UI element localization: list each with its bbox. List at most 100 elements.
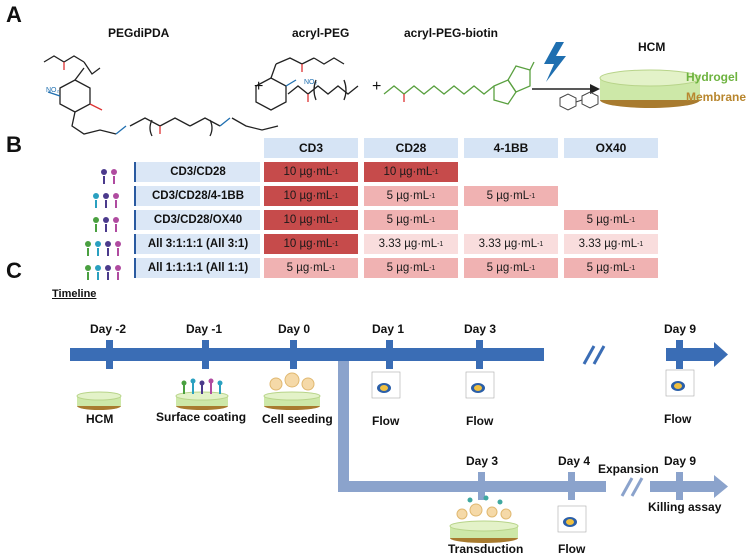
table-cell: 5 µg·mL-1 [464,258,558,278]
table-cell: 5 µg·mL-1 [464,186,558,206]
cell-unit-exponent: -1 [629,216,636,224]
cell-unit-exponent: -1 [429,192,436,200]
transduction-dish-icon [449,495,519,543]
acryl-peg-label: acryl-PEG [292,26,350,40]
table-cell: 10 µg·mL-1 [264,162,358,182]
membrane-label: Membrane [686,90,747,104]
cell-unit: µg·mL [604,238,638,250]
flow-plot-day1-icon [371,371,401,399]
cell-unit-exponent: -1 [637,240,644,248]
cell-value: 5 [486,190,494,202]
table-cell: 10 µg·mL-1 [264,210,358,230]
column-header-4-1bb: 4-1BB [464,138,558,158]
cell-value: 5 [386,262,394,274]
cell-value: 3.33 [378,238,402,250]
cell-unit: µg·mL [596,262,630,274]
timeline-branch-vertical [338,361,349,491]
panel-label-c: C [6,258,22,283]
cell-seeding-dish-icon [263,372,321,410]
cell-unit: µg·mL [396,214,430,226]
cell-value: 3.33 [578,238,602,250]
cell-value: 10 [283,238,297,250]
svg-text:NO₂: NO₂ [46,87,60,94]
cell-unit: µg·mL [404,238,438,250]
table-cell: 5 µg·mL-1 [364,258,458,278]
cell-unit-exponent: -1 [529,264,536,272]
table-cell: 3.33 µg·mL-1 [464,234,558,254]
stage-killing-assay: Killing assay [648,500,722,514]
pegdipda-structure [43,55,345,137]
cell-unit-exponent: -1 [629,264,636,272]
day-label-minus1: Day -1 [186,322,223,336]
cell-unit-exponent: -1 [332,216,339,224]
table-cell [464,210,558,230]
column-header-cd28: CD28 [364,138,458,158]
day-label-9: Day 9 [664,322,697,336]
table-cell: 10 µg·mL-1 [264,234,358,254]
column-header-ox40: OX40 [564,138,658,158]
surface-coating-dish-icon [175,378,229,410]
cell-value: 3.33 [478,238,502,250]
table-cell: 5 µg·mL-1 [564,258,658,278]
stage-cell-seeding: Cell seeding [262,412,333,426]
cell-unit: µg·mL [504,238,538,250]
cell-value: 5 [486,262,494,274]
timeline-branch-bar [338,481,606,492]
day-label-minus2: Day -2 [90,322,127,336]
cell-unit: µg·mL [496,262,530,274]
hydrogel-label: Hydrogel [686,70,739,84]
stage-flow-day9: Flow [664,412,692,426]
cell-unit: µg·mL [296,262,330,274]
cell-unit: µg·mL [596,214,630,226]
table-cell [564,186,658,206]
table-row-label: CD3/CD28/OX40 [134,210,260,230]
cell-unit-exponent: -1 [429,216,436,224]
flow-plot-day3-icon [465,371,495,399]
hcm-dish-icon [599,69,701,108]
acryl-peg-structure [287,79,359,102]
flow-plot-day9-icon [665,369,695,397]
cell-unit: µg·mL [496,190,530,202]
cell-value: 10 [383,166,397,178]
acryl-peg-biotin-structure [383,61,535,105]
cell-unit-exponent: -1 [329,264,336,272]
stage-transduction: Transduction [448,542,524,556]
cell-value: 5 [386,190,394,202]
cell-value: 5 [386,214,394,226]
table-row-label: All 1:1:1:1 (All 1:1) [134,258,260,278]
hcm-small-dish-icon [76,391,122,410]
cell-unit: µg·mL [299,190,333,202]
table-row-label: CD3/CD28 [134,162,260,182]
branch-day-3: Day 3 [466,454,499,468]
cell-unit-exponent: -1 [537,240,544,248]
stage-flow-day4: Flow [558,542,586,556]
cell-unit-exponent: -1 [332,168,339,176]
svg-text:NO₂: NO₂ [304,79,318,86]
cell-unit: µg·mL [396,262,430,274]
cell-value: 10 [283,166,297,178]
cell-unit-exponent: -1 [429,264,436,272]
plus-sign-2: + [372,78,382,95]
panel-label-a: A [6,2,22,27]
timeline-title: Timeline [52,288,97,300]
hcm-label: HCM [638,40,666,54]
pegdipda-label: PEGdiPDA [108,26,170,40]
table-cell: 3.33 µg·mL-1 [364,234,458,254]
cell-value: 10 [283,190,297,202]
cell-value: 5 [586,214,594,226]
table-row-label: All 3:1:1:1 (All 3:1) [134,234,260,254]
table-row-label: CD3/CD28/4-1BB [134,186,260,206]
table-cell: 5 µg·mL-1 [564,210,658,230]
cell-unit: µg·mL [299,166,333,178]
table-cell [564,162,658,182]
cell-unit-exponent: -1 [332,192,339,200]
acryl-peg-biotin-label: acryl-PEG-biotin [404,26,499,40]
cell-value: 5 [586,262,594,274]
cell-unit: µg·mL [299,238,333,250]
expansion-label: Expansion [598,462,659,476]
timeline-main-bar [70,348,544,361]
stage-hcm: HCM [86,412,114,426]
column-header-cd3: CD3 [264,138,358,158]
